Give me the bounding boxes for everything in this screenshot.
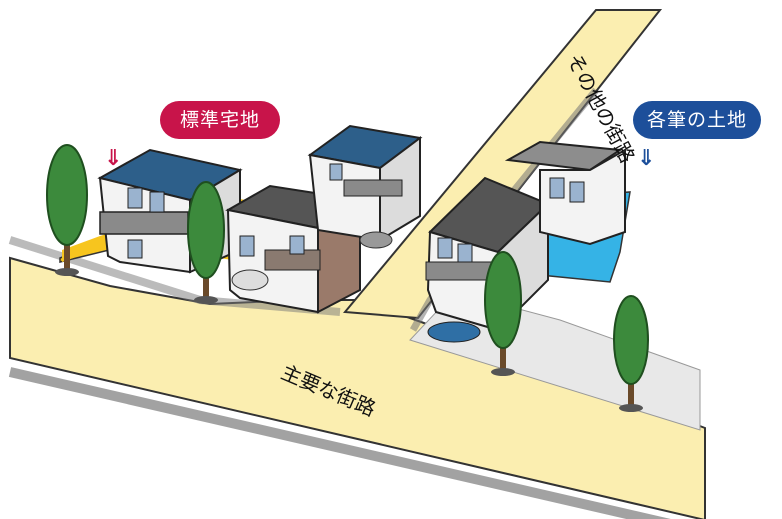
standard-lot-label: 標準宅地 — [160, 101, 280, 139]
main-road-curb-lower — [8, 367, 671, 519]
tree-right-front — [484, 251, 522, 376]
house-right-back — [504, 140, 626, 246]
tree-left — [46, 144, 88, 276]
standard-lot-arrow-icon: ⇓ — [104, 146, 123, 171]
tree-standard-lot — [187, 181, 225, 304]
tree-far-right — [613, 295, 649, 412]
road-network — [8, 9, 706, 519]
house-center-front — [225, 184, 363, 314]
house-back-center — [307, 124, 423, 249]
each-lot-arrow-icon: ⇓ — [637, 146, 656, 171]
side-road — [343, 9, 663, 320]
each-lot-label: 各筆の土地 — [633, 101, 761, 139]
